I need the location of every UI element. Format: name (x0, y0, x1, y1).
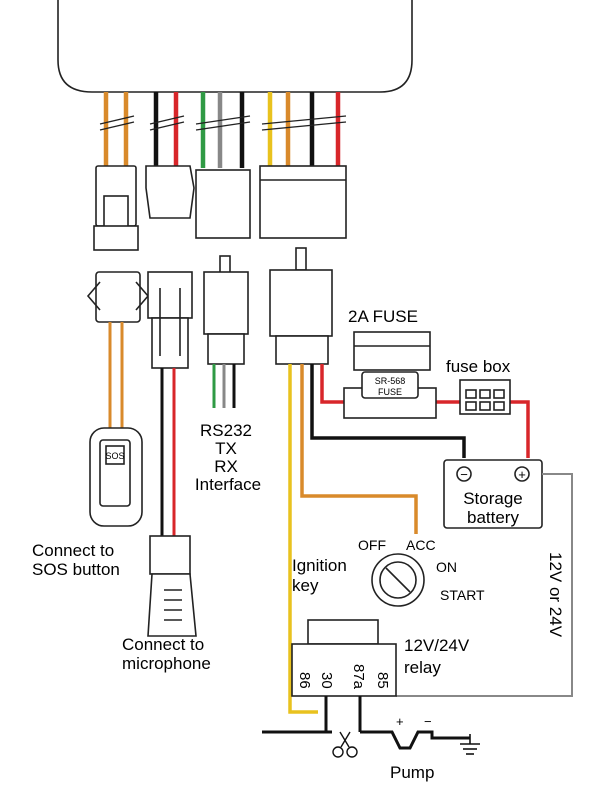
scissors-icon (332, 731, 358, 758)
relay-label-line1: 12V/24V (404, 636, 470, 655)
upper-connectors (93, 165, 347, 251)
pump-minus: − (424, 714, 432, 729)
ignition-key: Ignition key OFF ACC ON START (292, 537, 485, 607)
ground-icon (460, 734, 480, 755)
inline-fuse: 2A FUSE SR-568 FUSE (343, 307, 437, 419)
ignition-label-line1: Ignition (292, 556, 347, 575)
svg-text:SOS: SOS (105, 451, 124, 461)
pump-plus: + (396, 714, 404, 729)
rs232-wires (212, 364, 236, 408)
key-off: OFF (358, 537, 386, 553)
key-acc: ACC (406, 537, 436, 553)
key-on: ON (436, 559, 457, 575)
svg-text:RX: RX (214, 457, 238, 476)
wire-harness (103, 92, 341, 168)
microphone (147, 535, 197, 637)
pin-87a: 87a (350, 664, 367, 690)
svg-text:Interface: Interface (195, 475, 261, 494)
ignition-label-line2: key (292, 576, 319, 595)
pin-86: 86 (296, 672, 313, 689)
fuse-box: fuse box (446, 357, 511, 415)
sos-label: Connect to SOS button (32, 541, 120, 579)
mic-wires (160, 368, 176, 540)
tracker-housing (57, 0, 413, 93)
svg-text:SOS button: SOS button (32, 560, 120, 579)
battery-label-line2: battery (467, 508, 519, 527)
fuse-model-label: SR-568 (375, 376, 406, 386)
supply-wire (396, 473, 573, 697)
storage-battery: − + Storage battery (443, 459, 543, 529)
svg-text:TX: TX (215, 439, 237, 458)
battery-plus: + (518, 467, 526, 482)
relay: 12V/24V relay 86 30 87a 85 (291, 619, 470, 697)
svg-text:RS232: RS232 (200, 421, 252, 440)
svg-text:Connect to: Connect to (32, 541, 114, 560)
fuse-word-label: FUSE (378, 387, 402, 397)
wire-break-marks (99, 115, 347, 131)
svg-text:microphone: microphone (122, 654, 211, 673)
pin-30: 30 (318, 672, 335, 689)
sos-button: SOS (89, 427, 143, 527)
key-start: START (440, 587, 485, 603)
svg-text:Connect to: Connect to (122, 635, 204, 654)
lower-connectors (86, 247, 333, 369)
battery-minus: − (460, 467, 468, 482)
fuse-box-label: fuse box (446, 357, 511, 376)
battery-label-line1: Storage (463, 489, 523, 508)
pump-circuit (262, 696, 470, 750)
pump-label: Pump (390, 763, 434, 782)
fuse-2a-label: 2A FUSE (348, 307, 418, 326)
rs232-label: RS232 TX RX Interface (195, 421, 261, 494)
microphone-label: Connect to microphone (122, 635, 211, 673)
power-wires (288, 364, 530, 714)
supply-label: 12V or 24V (546, 552, 565, 638)
pin-85: 85 (374, 672, 391, 689)
relay-label-line2: relay (404, 658, 441, 677)
sos-wires (108, 322, 124, 430)
